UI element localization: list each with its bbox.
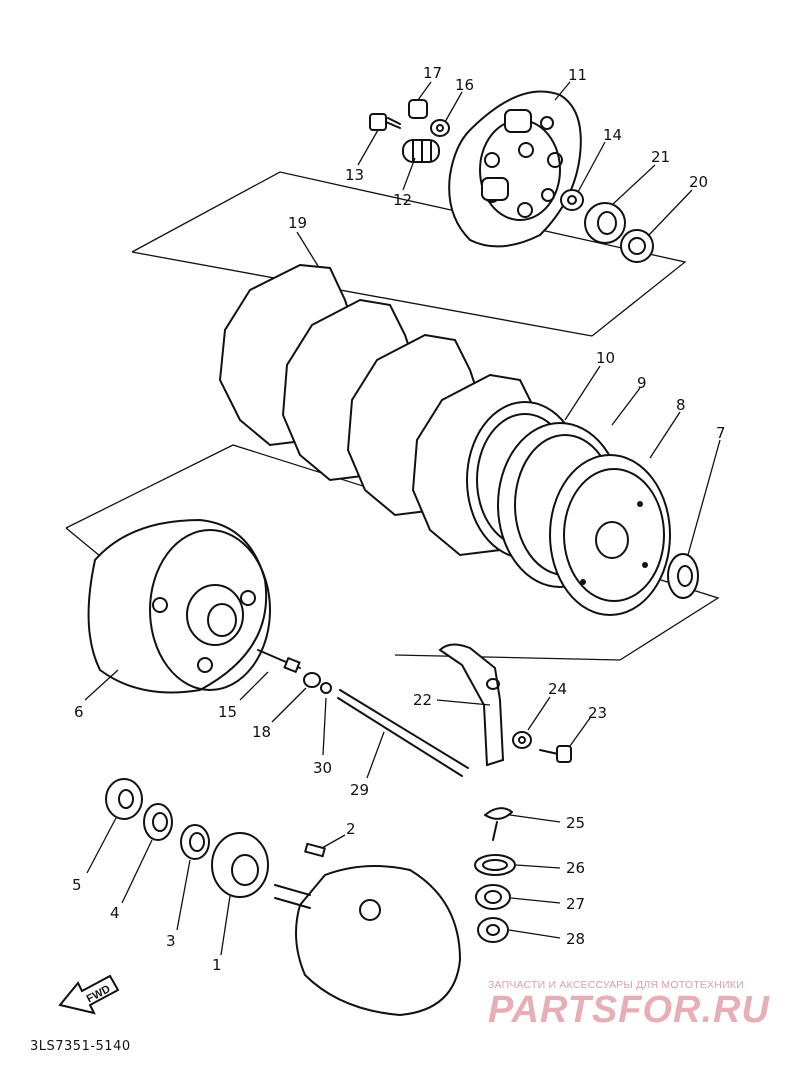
callout-4: 4 <box>110 904 120 922</box>
watermark-brand: PARTSFOR.RU <box>488 989 770 1031</box>
callout-25: 25 <box>566 814 585 832</box>
callout-29: 29 <box>350 781 369 799</box>
callout-26: 26 <box>566 859 585 877</box>
circlip-part-7 <box>667 553 699 599</box>
callout-14: 14 <box>603 126 622 144</box>
crankshaft-part <box>274 865 462 1017</box>
callout-8: 8 <box>676 396 686 414</box>
callout-15: 15 <box>218 703 237 721</box>
fwd-arrow: FWD <box>58 974 120 1015</box>
spring-part-25 <box>484 807 513 841</box>
bolt-part-13 <box>369 113 401 131</box>
watermark: ЗАПЧАСТИ И АКСЕССУАРЫ ДЛЯ МОТОТЕХНИКИ PA… <box>488 979 770 1031</box>
callout-19: 19 <box>288 214 307 232</box>
watermark-tagline: ЗАПЧАСТИ И АКСЕССУАРЫ ДЛЯ МОТОТЕХНИКИ <box>488 979 744 991</box>
callout-20: 20 <box>689 173 708 191</box>
callout-13: 13 <box>345 166 364 184</box>
key-part-2 <box>304 842 326 858</box>
callout-22: 22 <box>413 691 432 709</box>
callout-10: 10 <box>596 349 615 367</box>
push-lever-part-22 <box>438 643 505 767</box>
washer-part-14 <box>560 189 584 211</box>
leader-lines <box>84 81 721 956</box>
nut-part-21 <box>584 202 626 244</box>
callout-6: 6 <box>74 703 84 721</box>
callout-5: 5 <box>72 876 82 894</box>
washer-part-24 <box>512 731 532 749</box>
screw-part-23 <box>539 745 572 763</box>
part-18 <box>303 672 321 688</box>
push-rod-part-15 <box>257 649 301 674</box>
callout-18: 18 <box>252 723 271 741</box>
callout-27: 27 <box>566 895 585 913</box>
primary-drive-gear-part-1 <box>211 832 269 898</box>
callout-labels: 17 16 11 13 12 14 21 20 19 10 9 8 7 6 15… <box>72 64 726 974</box>
ball-part-30 <box>320 682 332 694</box>
callout-7: 7 <box>716 424 726 442</box>
callout-17: 17 <box>423 64 442 82</box>
clutch-housing-part <box>87 518 271 694</box>
washer-part-3 <box>180 824 210 860</box>
callout-2: 2 <box>346 820 356 838</box>
callout-3: 3 <box>166 932 176 950</box>
callout-24: 24 <box>548 680 567 698</box>
diagram-code: 3LS7351-5140 <box>30 1039 131 1054</box>
primary-gear-part-8 <box>549 454 671 616</box>
callout-9: 9 <box>637 374 647 392</box>
spring-part-12 <box>402 139 440 163</box>
washer-part-4 <box>143 803 173 841</box>
bearing-part-27 <box>475 884 511 910</box>
nut-part-5 <box>105 778 143 820</box>
callout-12: 12 <box>393 191 412 209</box>
callout-21: 21 <box>651 148 670 166</box>
callout-28: 28 <box>566 930 585 948</box>
callout-23: 23 <box>588 704 607 722</box>
callout-30: 30 <box>313 759 332 777</box>
pressure-plate-part <box>448 90 582 248</box>
lock-washer-part-20 <box>620 229 654 263</box>
push-rod-part-29 <box>337 689 469 777</box>
callout-11: 11 <box>568 66 587 84</box>
nut-part-17 <box>408 99 428 119</box>
collar-part-28 <box>477 917 509 943</box>
callout-16: 16 <box>455 76 474 94</box>
washer-part-16 <box>430 119 450 137</box>
callout-1: 1 <box>212 956 222 974</box>
circlip-part-26 <box>474 854 516 876</box>
